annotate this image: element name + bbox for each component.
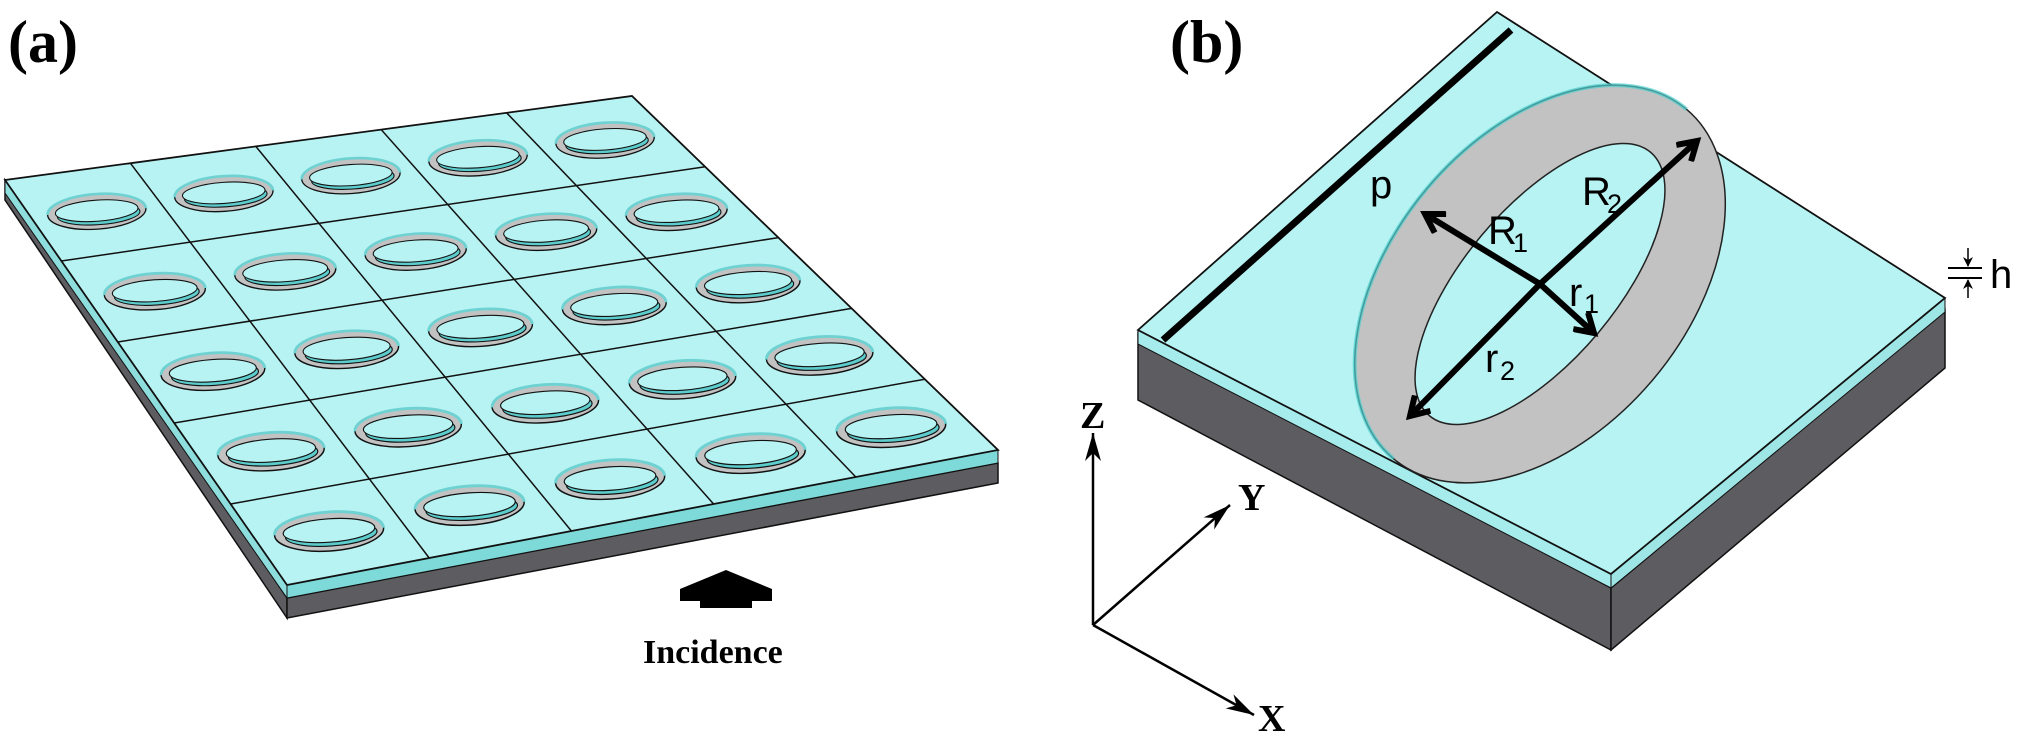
- elliptical-ring: [554, 458, 667, 501]
- elliptical-ring: [554, 121, 656, 159]
- dim-p-label: p: [1370, 163, 1392, 207]
- svg-text:R: R: [1582, 170, 1611, 214]
- y-axis: [1092, 504, 1231, 626]
- panel-b-label: (b): [1170, 9, 1243, 75]
- dim-R2-label: R 2: [1582, 170, 1622, 219]
- dim-R2-arrow: [1537, 141, 1697, 287]
- incidence-indicator: Incidence: [643, 570, 783, 671]
- grid-line-horizontal: [230, 378, 925, 505]
- elliptical-ring: [694, 263, 802, 304]
- period-line: [1160, 27, 1514, 343]
- elliptical-ring: [102, 271, 207, 311]
- svg-text:1: 1: [1584, 289, 1599, 319]
- array-grid-lines: [61, 112, 925, 559]
- elliptical-ring: [300, 156, 402, 195]
- svg-text:2: 2: [1607, 189, 1622, 219]
- coordinate-axes: Z Y X: [1080, 395, 1285, 736]
- elliptical-ring: [494, 212, 598, 252]
- dim-h-label: h: [1990, 253, 2012, 297]
- elliptical-ring: [413, 484, 526, 527]
- dim-r2-label: r 2: [1485, 337, 1515, 386]
- elliptical-ring: [427, 307, 534, 348]
- x-axis-label: X: [1258, 698, 1285, 736]
- grid-line-horizontal: [117, 236, 779, 343]
- dim-R1-arrow: [1425, 214, 1542, 287]
- grid-line-vertical: [506, 112, 857, 478]
- elliptical-ring: [159, 351, 267, 392]
- elliptical-ring: [173, 174, 275, 213]
- elliptical-ring: [561, 285, 668, 326]
- incidence-label: Incidence: [643, 634, 783, 671]
- incidence-arrow-icon: [680, 570, 772, 601]
- elliptical-ring: [293, 329, 400, 370]
- grid-line-horizontal: [61, 166, 706, 262]
- array-elliptical-rings: [46, 121, 948, 553]
- elliptical-ring: [216, 430, 326, 472]
- elliptical-ring: [835, 406, 948, 449]
- elliptical-ring: [627, 358, 738, 400]
- elliptical-ring: [694, 432, 807, 475]
- elliptical-ring: [624, 192, 729, 232]
- elliptical-ring: [363, 232, 468, 271]
- dim-r2-arrow: [1410, 281, 1543, 416]
- grid-line-vertical: [380, 129, 715, 505]
- panel-a-label: (a): [8, 9, 78, 75]
- elliptical-ring: [490, 382, 600, 424]
- elliptical-ring: [233, 251, 338, 291]
- y-axis-label: Y: [1238, 477, 1265, 519]
- svg-text:2: 2: [1500, 356, 1515, 386]
- z-axis-label: Z: [1080, 395, 1105, 437]
- x-axis: [1092, 623, 1255, 717]
- dim-r1-arrow: [1537, 281, 1594, 333]
- elliptical-ring: [765, 334, 875, 376]
- svg-text:r: r: [1485, 337, 1498, 381]
- dim-R1-label: R 1: [1488, 209, 1528, 258]
- grid-line-vertical: [255, 145, 572, 532]
- svg-text:R: R: [1488, 209, 1517, 253]
- svg-text:r: r: [1569, 271, 1582, 315]
- elliptical-ring: [427, 138, 529, 177]
- dim-r1-label: r 1: [1569, 271, 1599, 319]
- elliptical-ring: [46, 192, 148, 231]
- metasurface-array: [3, 95, 1000, 621]
- unit-cell: p R 1 R 2 r 1 r 2 h: [1136, 10, 2012, 652]
- elliptical-ring: [353, 406, 463, 448]
- elliptical-ring: [273, 510, 386, 553]
- grid-line-horizontal: [174, 307, 852, 424]
- svg-text:1: 1: [1513, 228, 1528, 258]
- dim-h-indicator: h: [1948, 248, 2012, 298]
- grid-line-vertical: [129, 162, 430, 559]
